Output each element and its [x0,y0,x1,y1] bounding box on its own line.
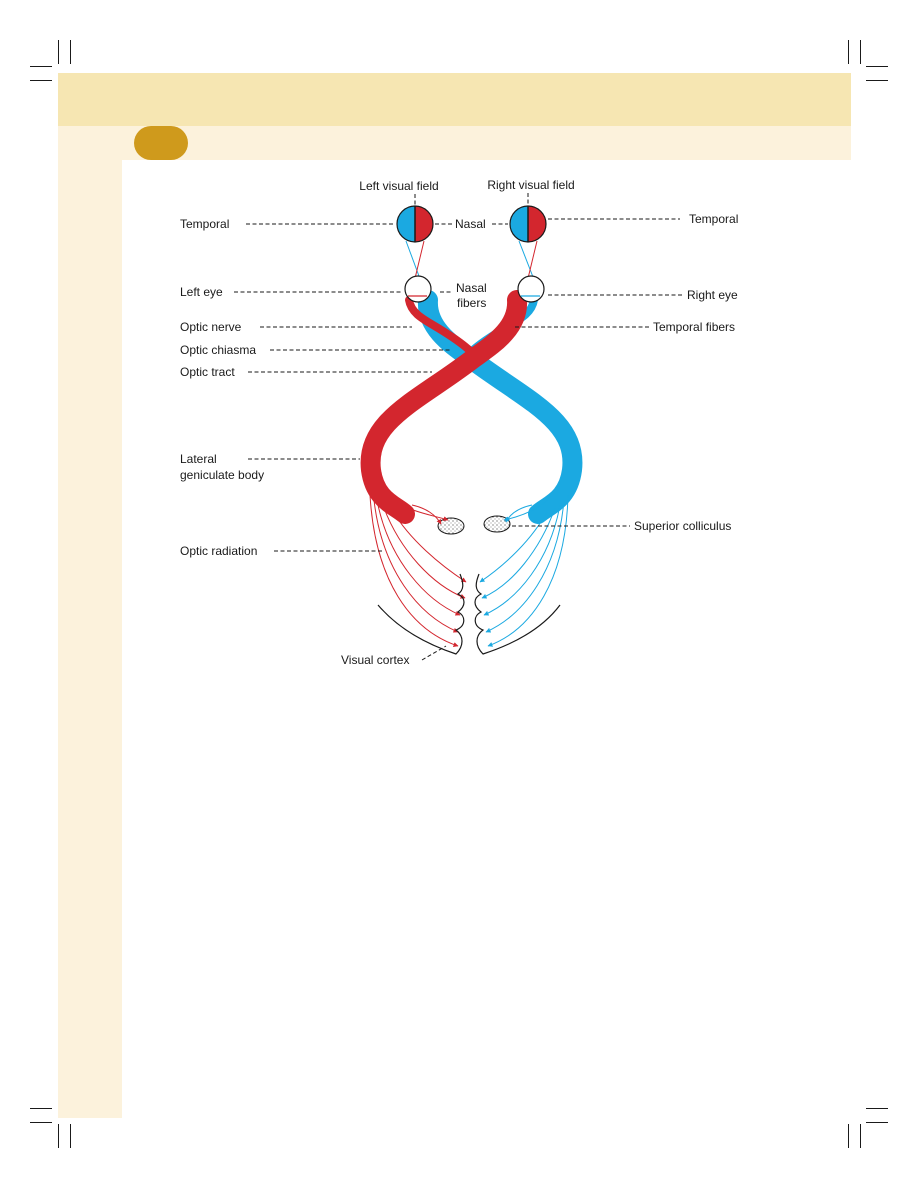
left-eye [404,275,432,303]
right-optic-radiation [479,494,569,647]
superior-colliculus-label: Superior colliculus [634,519,731,533]
figure-right-clip [743,160,851,700]
left-superior-colliculus [437,517,465,535]
nasal-label: Nasal [455,217,486,231]
left-visual-field-label: Left visual field [359,179,438,193]
left-eye-label: Left eye [180,285,223,299]
header-band [58,73,851,126]
right-superior-colliculus [483,515,511,533]
subheader-band [58,126,851,160]
chapter-badge [134,126,188,160]
right-eye-label: Right eye [687,288,738,302]
optic-chiasma-label: Optic chiasma [180,343,256,357]
optic-tract-label: Optic tract [180,365,235,379]
right-visual-field-label: Right visual field [487,178,574,192]
visual-cortex-label: Visual cortex [341,653,409,667]
left-visual-field-circle [396,205,434,243]
optic-radiation-label: Optic radiation [180,544,257,558]
red-optic-pathway [360,290,528,524]
visual-cortex-outline [377,573,561,655]
optic-nerve-label: Optic nerve [180,320,242,334]
nasal-fibers-label-line1: Nasal [456,281,487,295]
left-margin-band [58,160,122,1118]
right-eye [517,275,545,303]
right-visual-field-circle [509,205,547,243]
temporal-fibers-label: Temporal fibers [653,320,735,334]
temporal-right-label: Temporal [689,212,738,226]
nasal-fibers-label-line2: fibers [457,296,486,310]
diagram-labels: Left visual field Right visual field Tem… [180,178,738,667]
temporal-left-label: Temporal [180,217,229,231]
left-optic-radiation [369,494,467,647]
lateral-geniculate-label-line1: Lateral [180,452,217,466]
lateral-geniculate-label-line2: geniculate body [180,468,264,482]
leader-lines [234,193,684,661]
